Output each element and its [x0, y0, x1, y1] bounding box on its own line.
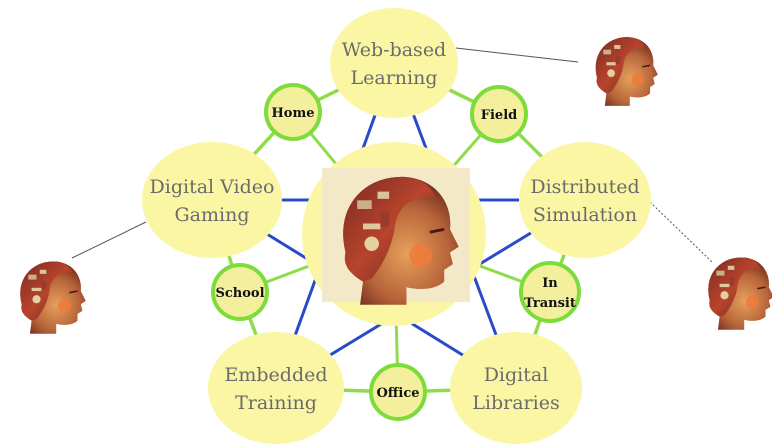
context-field-bubble — [470, 85, 528, 143]
node-game-label-0: Digital Video — [150, 176, 275, 198]
leader-line-0 — [455, 47, 579, 63]
leader-line-2 — [649, 201, 713, 263]
context-home-label-0: Home — [272, 106, 315, 121]
context-transit-label-0: In — [542, 276, 558, 291]
node-sim-bubble — [519, 142, 651, 258]
node-web-label-1: Learning — [351, 67, 438, 89]
context-school-label-0: School — [215, 286, 264, 301]
context-field: Field — [470, 85, 528, 143]
node-emb-label-1: Training — [235, 392, 317, 414]
node-game-bubble — [142, 142, 282, 258]
node-emb-label-0: Embedded — [224, 364, 327, 386]
context-transit-label-1: Transit — [524, 296, 576, 311]
node-web-bubble — [330, 8, 458, 118]
node-lib-bubble — [450, 332, 582, 444]
node-web-label-0: Web-based — [342, 39, 446, 61]
node-game-label-1: Gaming — [175, 204, 250, 226]
context-home: Home — [264, 83, 322, 141]
leader-line-1 — [71, 221, 147, 259]
context-office: Office — [369, 363, 427, 421]
context-transit-bubble — [519, 261, 581, 323]
context-home-bubble — [264, 83, 322, 141]
node-emb-bubble — [208, 332, 344, 444]
node-sim-label-1: Simulation — [533, 204, 637, 226]
node-sim-label-0: Distributed — [530, 176, 639, 198]
head-icon-left — [19, 260, 87, 335]
context-field-label-0: Field — [481, 108, 517, 123]
context-school-bubble — [211, 263, 269, 321]
context-school: School — [211, 263, 269, 321]
context-office-label-0: Office — [376, 386, 419, 401]
context-office-bubble — [369, 363, 427, 421]
head-icon-top-right — [594, 36, 659, 107]
head-icon-right — [707, 256, 772, 331]
node-lib-label-0: Digital — [484, 364, 549, 386]
node-lib-label-1: Libraries — [472, 392, 559, 414]
